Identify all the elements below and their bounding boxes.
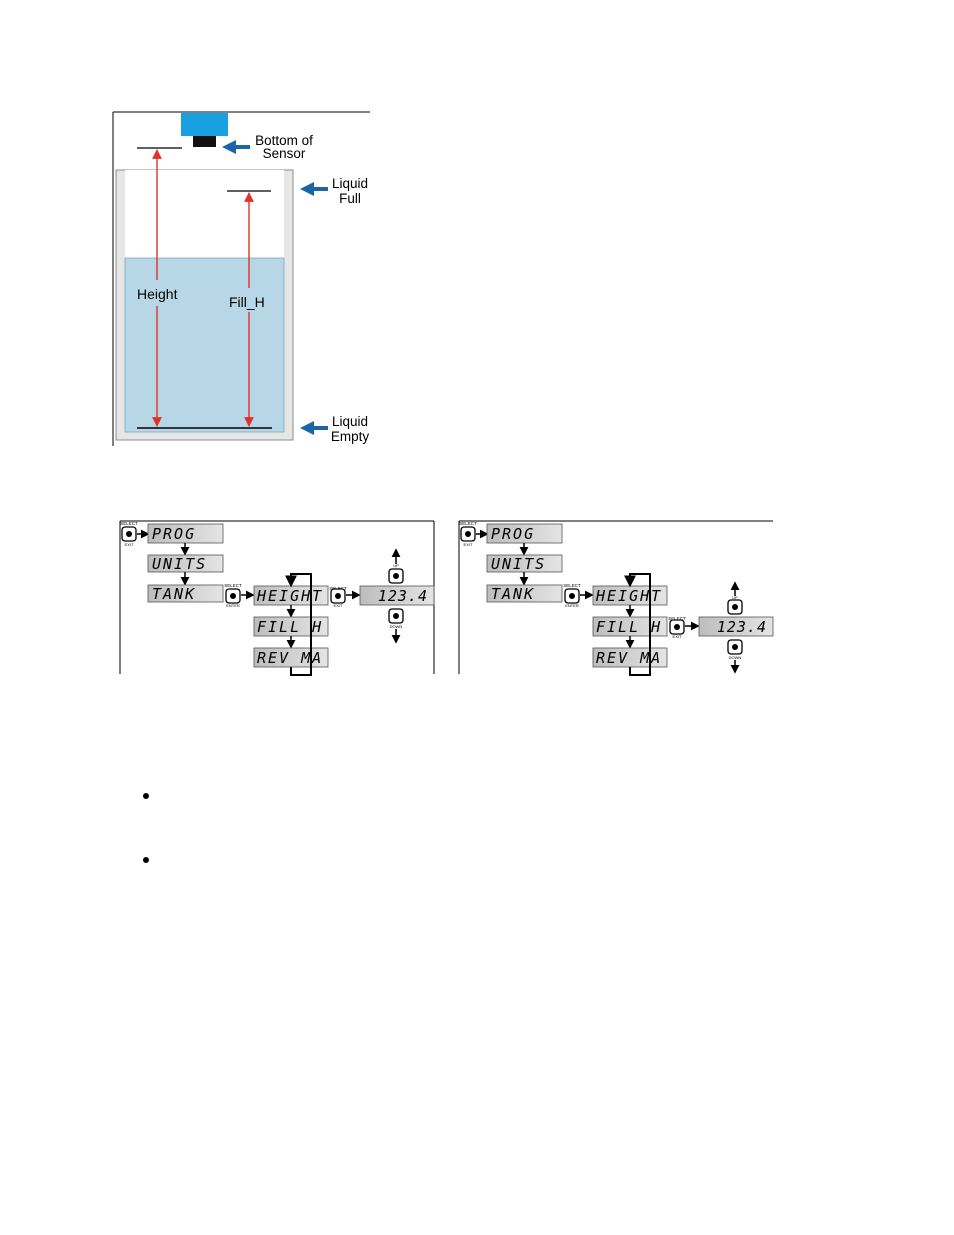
menu-flow-diagrams: SELECT EXIT PROG UNITS TANK SELECT ENTER… [119,520,774,676]
select-label: SELECT [459,521,477,526]
full-label-line2: Full [339,191,361,206]
select3-label: SELECT [668,616,686,621]
up-label: UP [393,563,399,568]
loop-bracket [624,573,651,676]
empty-label-line2: Empty [331,429,370,444]
sensor-label-line1: Bottom of [255,133,313,148]
lcd-value-text: 123.4 [717,618,767,636]
lcd-height-text: HEIGHT [256,587,323,605]
liquid [124,257,285,433]
enter-button-dot-icon [569,593,575,599]
lcd-units-text: UNITS [152,555,207,573]
fill-h-label: Fill_H [229,294,265,310]
lcd-tank [486,584,563,603]
menu-flow-fill: SELECT EXIT PROG UNITS TANK SELECT ENTER… [458,520,774,676]
sensor-label-line2: Sensor [263,146,306,161]
lcd-value-text: 123.4 [378,587,428,605]
lcd-rev-text: REV MA [596,649,662,667]
lcd-tank-text: TANK [152,585,196,603]
sensor-face [193,136,216,147]
height-label: Height [137,286,178,302]
sensor-body [181,113,228,136]
select-exit-dot-icon [674,624,680,630]
up-button-dot-icon [393,573,399,579]
lcd-units-text: UNITS [491,555,546,573]
lcd-prog-text: PROG [491,525,535,543]
down-button-dot-icon [732,644,738,650]
pointer-arrows [222,140,328,435]
lcd-tank-text: TANK [491,585,535,603]
down-label: DOWN [729,655,742,660]
select-button-dot-icon [126,531,132,537]
empty-pointer-arrow [312,426,328,430]
lcd-value [359,585,435,606]
lcd-prog-text: PROG [152,525,196,543]
enter-label: ENTER [565,603,579,608]
select-label: SELECT [120,521,138,526]
bullet-point-1 [143,793,149,799]
full-label-line1: Liquid [332,176,368,191]
loop-bracket [285,573,312,676]
select-button-dot-icon [465,531,471,537]
enter-label: ENTER [226,603,240,608]
empty-label-line1: Liquid [332,414,368,429]
select-exit-dot-icon [335,593,341,599]
down-label: DOWN [390,624,403,629]
bullet-point-2 [143,857,149,863]
exit2-label: EXIT [673,634,682,639]
lcd-fill-text: FILL H [596,618,662,636]
exit-label: EXIT [125,542,134,547]
tank-diagram: Height Fill_H Bottom of Sensor Liquid Fu… [112,111,370,446]
sensor-pointer-arrow [234,145,250,149]
exit-label: EXIT [464,542,473,547]
select2-label: SELECT [224,583,242,588]
lcd-tank [147,584,224,603]
lcd-value [698,616,774,637]
up-button-dot-icon [732,604,738,610]
exit2-label: EXIT [334,603,343,608]
lcd-rev-text: REV MA [257,649,323,667]
lcd-fill-text: FILL H [257,618,323,636]
up-label: UP [732,595,738,600]
down-button-dot-icon [393,613,399,619]
select2-label: SELECT [563,583,581,588]
lcd-height-text: HEIGHT [595,587,662,605]
full-pointer-arrow [312,187,328,191]
enter-button-dot-icon [230,593,236,599]
menu-flow-height: SELECT EXIT PROG UNITS TANK SELECT ENTER… [119,520,435,676]
